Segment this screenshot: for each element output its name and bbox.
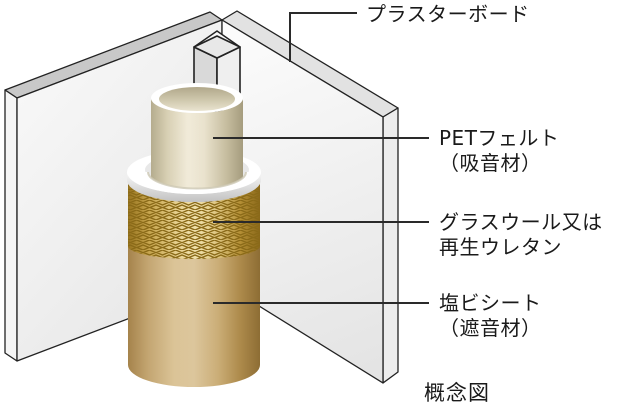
pet-felt-body — [151, 98, 243, 193]
label-pet-felt: PETフェルト （吸音材） — [439, 126, 559, 176]
diagram-caption: 概念図 — [424, 381, 490, 404]
label-glass-wool-line2: 再生ウレタン — [439, 235, 562, 259]
left-wall-end-face — [4, 89, 18, 362]
right-wall-panel — [221, 10, 399, 384]
label-pvc-sheet-line1: 塩ビシート — [439, 291, 542, 315]
pet-felt-cylinder — [151, 83, 243, 193]
collar-inner-shadow — [147, 171, 247, 190]
label-glass-wool: グラスウール又は 再生ウレタン — [439, 210, 603, 260]
corner-notch-edge — [193, 30, 241, 48]
label-pet-felt-line1: PETフェルト — [439, 126, 560, 150]
label-pet-felt-line2: （吸音材） — [439, 151, 542, 175]
label-plasterboard: プラスターボード — [366, 2, 530, 27]
label-pvc-sheet-line2: （遮音材） — [439, 316, 542, 340]
collar-front-band — [127, 172, 261, 202]
label-plasterboard-line1: プラスターボード — [366, 2, 530, 26]
label-pvc-sheet: 塩ビシート （遮音材） — [439, 291, 542, 341]
label-glass-wool-line1: グラスウール又は — [439, 210, 603, 234]
pet-felt-inner-hole — [159, 87, 235, 111]
right-wall-end-face — [382, 107, 399, 384]
pipe-column-top-face — [193, 35, 241, 59]
collar-front-crescent — [127, 172, 261, 194]
leader-line-plasterboard — [289, 12, 357, 62]
collar-ring-front — [127, 171, 261, 202]
